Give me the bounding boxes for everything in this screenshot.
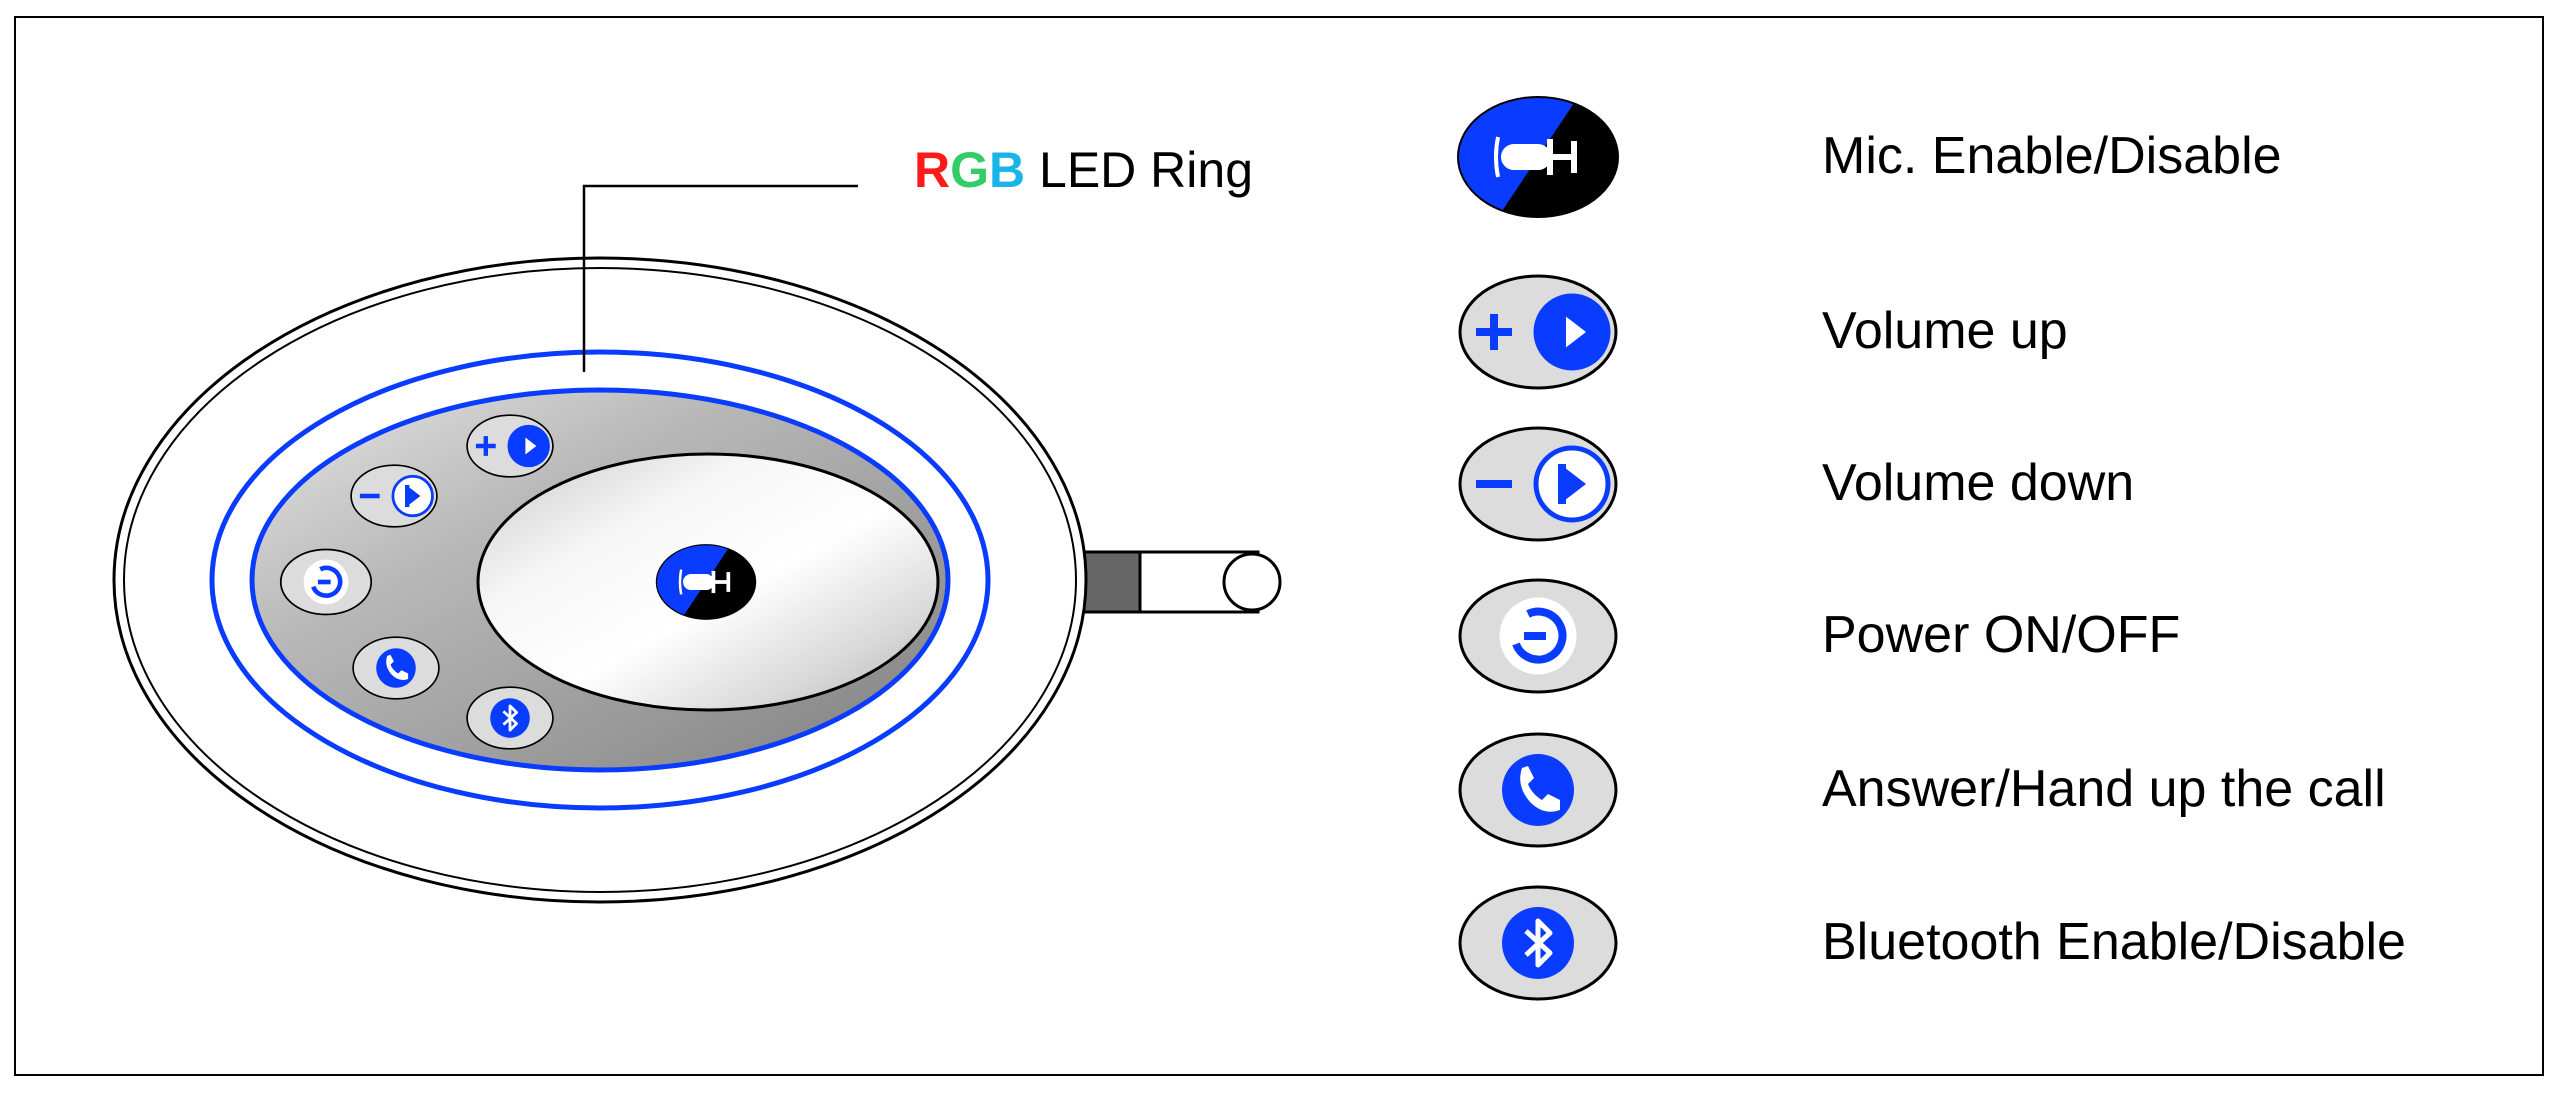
legend-volume-down-icon	[1458, 426, 1618, 542]
device-phone-button[interactable]	[352, 636, 440, 700]
legend-label-phone: Answer/Hand up the call	[1822, 760, 2386, 818]
legend-bluetooth-icon	[1458, 885, 1618, 1001]
legend-label-volume-down: Volume down	[1822, 454, 2135, 512]
device-mic-button[interactable]	[655, 544, 757, 620]
device-bluetooth-button[interactable]	[466, 686, 554, 750]
legend-volume-up-icon	[1458, 274, 1618, 390]
led-label-b: B	[989, 142, 1026, 198]
device-outer-shell-inner-line	[123, 267, 1077, 893]
device-volume-up-button[interactable]	[466, 414, 554, 478]
legend-icons	[1457, 96, 1619, 1001]
legend-mic-icon	[1457, 96, 1619, 218]
device-buttons	[279, 414, 757, 750]
legend-label-power: Power ON/OFF	[1822, 606, 2181, 664]
led-ring-leader-line	[582, 184, 858, 372]
legend-label-bluetooth: Bluetooth Enable/Disable	[1822, 913, 2406, 971]
legend-phone-icon	[1458, 732, 1618, 848]
legend-label-volume-up: Volume up	[1822, 302, 2068, 360]
cable-connector	[1066, 550, 1282, 614]
led-label-g: G	[950, 142, 990, 198]
led-label-rest: LED Ring	[1025, 142, 1254, 198]
rgb-led-ring-label: RGB LED Ring	[914, 145, 1253, 195]
device-power-button[interactable]	[279, 548, 373, 616]
legend-label-mic: Mic. Enable/Disable	[1822, 127, 2282, 185]
legend-power-icon	[1458, 578, 1618, 694]
figure-frame	[14, 16, 2544, 1076]
device-volume-down-button[interactable]	[350, 464, 438, 528]
led-label-r: R	[914, 142, 951, 198]
